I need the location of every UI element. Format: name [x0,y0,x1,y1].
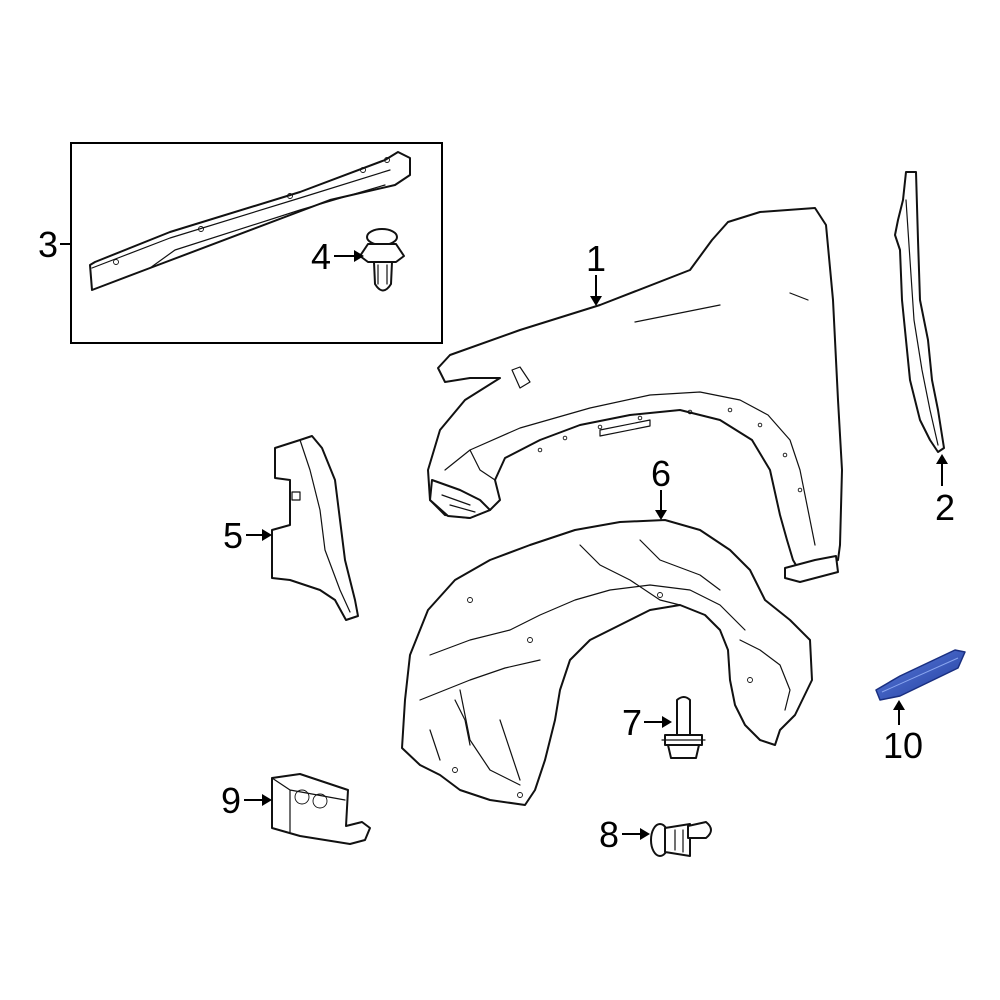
part-10-trim-molding[interactable] [875,649,966,701]
leader-lines [60,243,948,840]
part-1-fender[interactable] [427,207,843,583]
part-4-push-clip[interactable] [359,228,405,292]
callout-9: 9 [221,780,241,821]
callout-10: 10 [883,725,923,766]
part-8-push-pin[interactable] [650,821,712,857]
callout-5: 5 [223,515,243,556]
callout-8: 8 [599,814,619,855]
part-5-splash-shield[interactable] [271,435,359,621]
callout-4: 4 [311,236,331,277]
part-7-bolt[interactable] [661,696,706,759]
callout-3: 3 [38,224,58,265]
part-3-fender-rail[interactable] [89,151,411,291]
callout-2: 2 [935,487,955,528]
callout-6: 6 [651,453,671,494]
callout-7: 7 [622,702,642,743]
part-6-wheel-liner[interactable] [401,519,813,806]
part-9-bracket[interactable] [271,773,371,845]
callout-1: 1 [586,238,606,279]
part-2-fender-seal[interactable] [894,171,945,453]
